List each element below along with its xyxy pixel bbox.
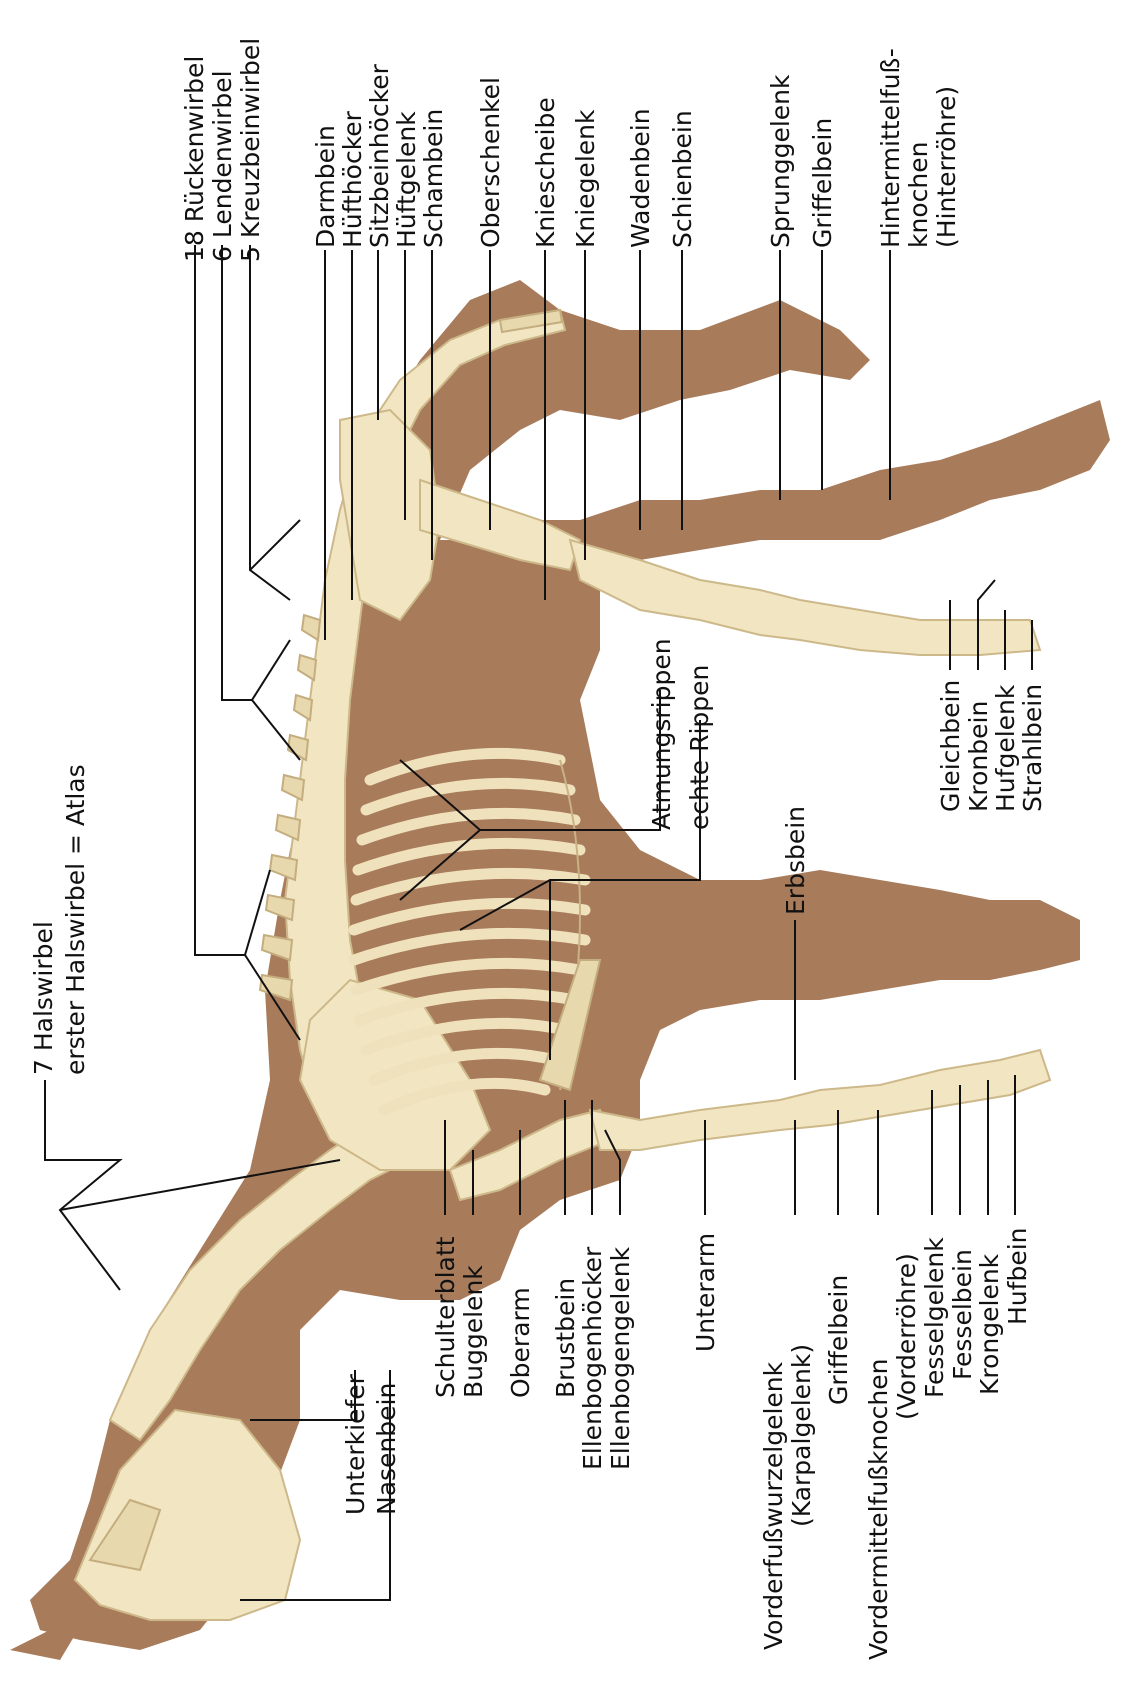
label-griffelbein-hinten: Griffelbein bbox=[808, 118, 837, 248]
label-7-halswirbel: 7 Halswirbel bbox=[29, 921, 58, 1075]
label-schienbein: Schienbein bbox=[668, 110, 697, 248]
label-vordermittelfuss-2: (Vorderröhre) bbox=[892, 1253, 921, 1420]
label-atmungsrippen: Atmungsrippen bbox=[647, 638, 676, 830]
label-oberarm: Oberarm bbox=[506, 1287, 535, 1398]
label-gleichbein: Gleichbein bbox=[936, 680, 965, 812]
label-hufbein: Hufbein bbox=[1003, 1228, 1032, 1326]
label-rueckenwirbel: 18 Rückenwirbel bbox=[180, 56, 209, 262]
label-darmbein: Darmbein bbox=[311, 125, 340, 248]
label-vordermittelfuss-1: Vordermittelfußknochen bbox=[864, 1359, 893, 1660]
label-wadenbein: Wadenbein bbox=[626, 108, 655, 248]
label-hintermittelfuss-2: knochen bbox=[904, 142, 933, 248]
label-vorderfusswurzelgelenk-2: (Karpalgelenk) bbox=[787, 1344, 816, 1527]
label-sitzbeinhoecker: Sitzbeinhöcker bbox=[365, 63, 394, 248]
label-fesselbein: Fesselbein bbox=[948, 1249, 977, 1380]
label-unterarm: Unterarm bbox=[691, 1233, 720, 1352]
label-sprunggelenk: Sprunggelenk bbox=[766, 74, 795, 248]
label-brustbein: Brustbein bbox=[551, 1278, 580, 1398]
label-lendenwirbel: 6 Lendenwirbel bbox=[208, 70, 237, 262]
label-nasenbein: Nasenbein bbox=[372, 1383, 401, 1515]
label-ellenbogenhoecker: Ellenbogenhöcker bbox=[578, 1246, 607, 1470]
label-kniescheibe: Kniescheibe bbox=[531, 97, 560, 248]
label-oberschenkel: Oberschenkel bbox=[476, 77, 505, 248]
label-kreuzbeinwirbel: 5 Kreuzbeinwirbel bbox=[236, 38, 265, 262]
label-schulterblatt: Schulterblatt bbox=[431, 1236, 460, 1398]
label-unterkiefer: Unterkiefer bbox=[341, 1373, 370, 1515]
label-erster-halswirbel: erster Halswirbel = Atlas bbox=[61, 764, 90, 1075]
label-kronbein-hinten: Kronbein bbox=[964, 701, 993, 812]
label-strahlbein: Strahlbein bbox=[1018, 684, 1047, 812]
label-erbsbein: Erbsbein bbox=[781, 806, 810, 915]
label-hufthoecker: Hüfthöcker bbox=[338, 110, 367, 248]
label-kniegelenk: Kniegelenk bbox=[571, 109, 600, 248]
label-hintermittelfuss-1: Hintermittelfuß- bbox=[876, 48, 905, 248]
label-krongelenk: Krongelenk bbox=[975, 1253, 1004, 1395]
label-schambein: Schambein bbox=[419, 109, 448, 248]
label-hufgelenk-hinten: Hufgelenk bbox=[991, 684, 1020, 812]
label-ellenbogengelenk: Ellenbogengelenk bbox=[606, 1246, 635, 1470]
label-hintermittelfuss-3: (Hinterröhre) bbox=[932, 86, 961, 248]
label-vorderfusswurzelgelenk-1: Vorderfußwurzelgelenk bbox=[759, 1361, 788, 1650]
label-echte-rippen: echte Rippen bbox=[685, 665, 714, 830]
label-fesselgelenk: Fesselgelenk bbox=[920, 1237, 949, 1398]
label-hueftgelenk: Hüftgelenk bbox=[392, 111, 421, 248]
foreleg-bone bbox=[590, 1050, 1050, 1150]
label-griffelbein-vorne: Griffelbein bbox=[824, 1275, 853, 1405]
label-buggelenk: Buggelenk bbox=[459, 1265, 488, 1398]
